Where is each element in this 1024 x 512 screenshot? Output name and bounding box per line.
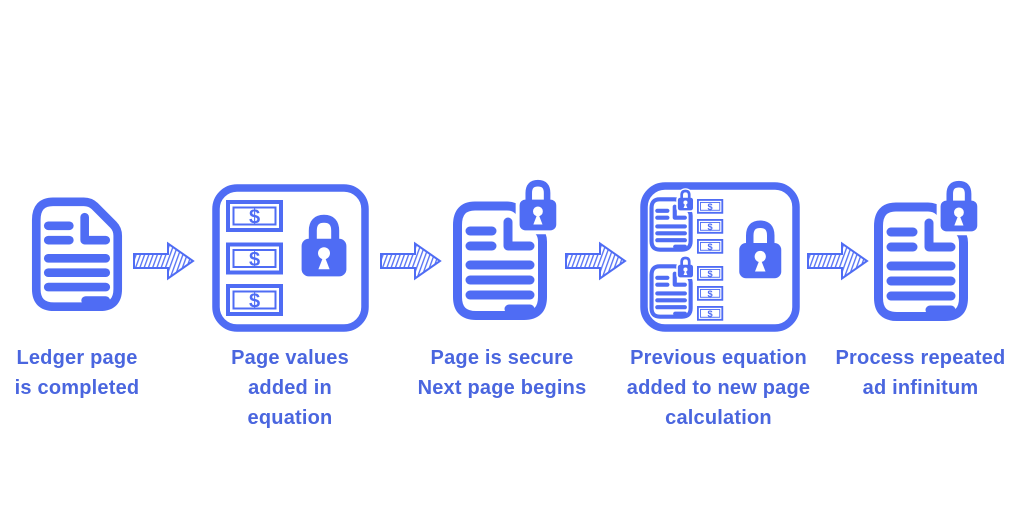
- label-line: equation: [247, 407, 333, 429]
- flow-arrow-icon: [379, 239, 443, 283]
- label-line: calculation: [665, 407, 772, 429]
- secured-document-icon: [452, 175, 562, 321]
- flow-arrow-icon: [132, 239, 196, 283]
- label-line: Page values: [231, 347, 349, 369]
- step-label-previous-equation: Previous equation added to new page calc…: [608, 343, 829, 433]
- step-label-page-secure: Page is secure Next page begins: [402, 343, 602, 403]
- step-label-values-equation: Page values added in equation: [210, 343, 370, 433]
- label-line: ad infinitum: [862, 377, 979, 399]
- flow-arrow-icon: [806, 239, 870, 283]
- label-line: is completed: [14, 377, 140, 399]
- values-lock-box-icon: [212, 184, 369, 332]
- label-line: Page is secure: [430, 347, 574, 369]
- step-label-process-repeated: Process repeated ad infinitum: [818, 343, 1023, 403]
- label-line: Ledger page: [16, 347, 138, 369]
- secured-document-icon: [873, 176, 983, 322]
- label-line: Previous equation: [630, 347, 807, 369]
- ledger-document-icon: [31, 197, 123, 312]
- step-label-ledger-completed: Ledger page is completed: [0, 343, 157, 403]
- label-line: Next page begins: [417, 377, 587, 399]
- flow-arrow-icon: [564, 239, 628, 283]
- label-line: added in: [248, 377, 332, 399]
- label-line: added to new page: [626, 377, 811, 399]
- label-line: Process repeated: [835, 347, 1006, 369]
- combined-pages-lock-box-icon: [640, 182, 800, 332]
